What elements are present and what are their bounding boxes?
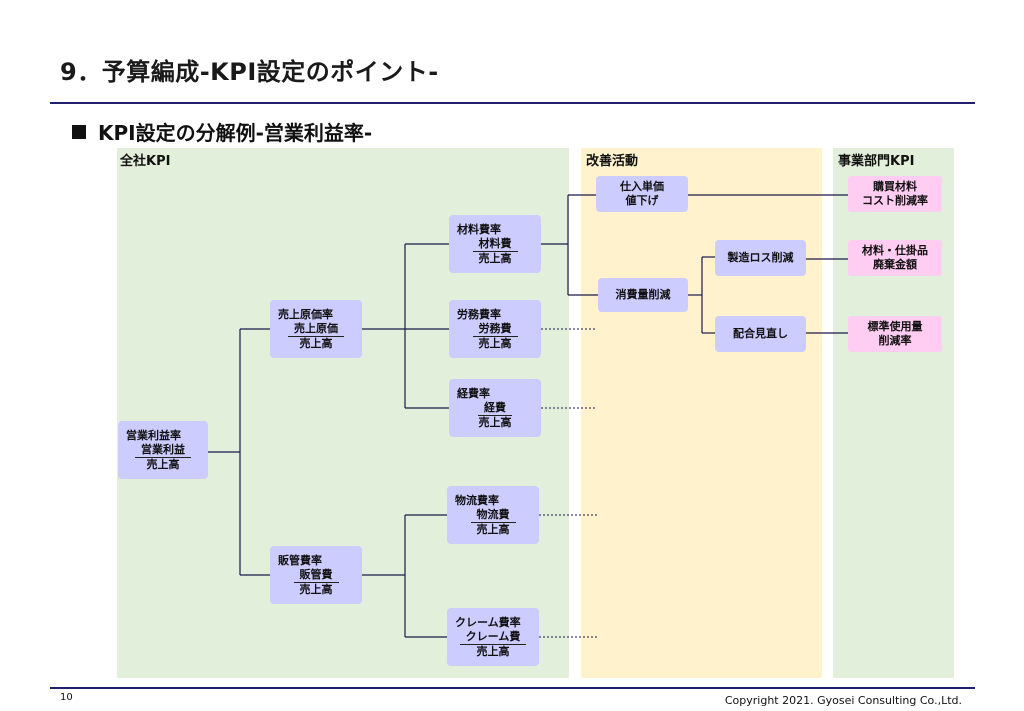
node-numerator: 労務費 xyxy=(472,320,518,337)
division-kpi-label: 事業部門KPI xyxy=(838,154,915,169)
square-bullet-icon xyxy=(72,125,86,139)
node-denominator: 売上高 xyxy=(478,416,512,429)
node-denominator: 売上高 xyxy=(299,337,333,350)
improvement-label: 改善活動 xyxy=(586,154,639,169)
improvement-panel xyxy=(581,148,822,678)
action-label: 製造ロス削減 xyxy=(727,251,794,264)
division-kpi-panel xyxy=(833,148,954,678)
node-denominator: 売上高 xyxy=(476,645,510,658)
node-title: 材料費率 xyxy=(457,223,501,236)
node-labor-ratio: 労務費率 労務費 売上高 xyxy=(449,300,541,358)
node-claim-ratio: クレーム費率 クレーム費 売上高 xyxy=(447,608,539,666)
page-number: 10 xyxy=(60,692,73,703)
node-numerator: クレーム費 xyxy=(459,628,527,645)
action-loss-reduction: 製造ロス削減 xyxy=(715,240,806,276)
action-consumption-reduction: 消費量削減 xyxy=(598,278,688,312)
company-kpi-label: 全社KPI xyxy=(120,154,171,169)
node-cogs-ratio: 売上原価率 売上原価 売上高 xyxy=(270,300,362,358)
node-denominator: 売上高 xyxy=(146,458,180,471)
node-logistics-ratio: 物流費率 物流費 売上高 xyxy=(447,486,539,544)
section-title-text: KPI設定の分解例-営業利益率- xyxy=(98,121,373,145)
node-numerator: 材料費 xyxy=(472,235,518,252)
node-title: 売上原価率 xyxy=(278,308,333,321)
node-numerator: 営業利益 xyxy=(135,441,191,458)
node-numerator: 物流費 xyxy=(470,506,516,523)
node-denominator: 売上高 xyxy=(478,252,512,265)
node-numerator: 販管費 xyxy=(293,566,339,583)
node-title: 労務費率 xyxy=(457,308,501,321)
node-numerator: 経費 xyxy=(478,399,512,416)
kpi-standard-usage: 標準使用量 削減率 xyxy=(848,316,942,352)
node-material-ratio: 材料費率 材料費 売上高 xyxy=(449,215,541,273)
copyright: Copyright 2021. Gyosei Consulting Co.,Lt… xyxy=(724,694,962,707)
node-title: 営業利益率 xyxy=(126,429,181,442)
node-operating-margin: 営業利益率 営業利益 売上高 xyxy=(118,421,208,479)
node-title: クレーム費率 xyxy=(455,616,521,629)
kpi-scrap-amount: 材料・仕掛品 廃棄金額 xyxy=(848,240,942,276)
node-title: 物流費率 xyxy=(455,494,499,507)
node-numerator: 売上原価 xyxy=(288,320,344,337)
node-sga-ratio: 販管費率 販管費 売上高 xyxy=(270,546,362,604)
node-denominator: 売上高 xyxy=(476,523,510,536)
node-denominator: 売上高 xyxy=(299,583,333,596)
section-title: KPI設定の分解例-営業利益率- xyxy=(72,117,372,146)
title-rule xyxy=(50,102,975,104)
action-label: 配合見直し xyxy=(733,327,788,340)
footer-rule xyxy=(50,687,975,689)
node-expense-ratio: 経費率 経費 売上高 xyxy=(449,379,541,437)
node-title: 販管費率 xyxy=(278,554,322,567)
action-label: 仕入単価 値下げ xyxy=(620,180,664,207)
node-title: 経費率 xyxy=(457,387,490,400)
slide-title: 9．予算編成-KPI設定のポイント- xyxy=(60,58,439,86)
action-label: 消費量削減 xyxy=(615,288,671,301)
action-formula-review: 配合見直し xyxy=(715,316,806,352)
action-purchase-price: 仕入単価 値下げ xyxy=(596,176,688,212)
kpi-purchase-cost: 購買材料 コスト削減率 xyxy=(848,176,942,212)
node-denominator: 売上高 xyxy=(478,337,512,350)
